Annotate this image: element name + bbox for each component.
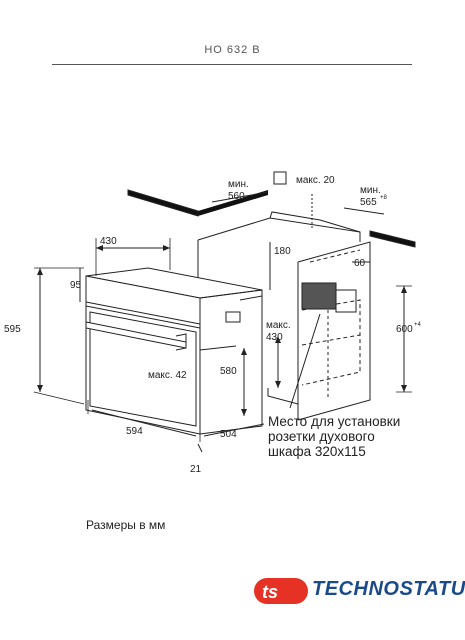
dim-min565-label: мин. — [360, 185, 381, 196]
countertop — [127, 189, 199, 217]
dim-594-line — [91, 409, 197, 437]
bracket — [225, 311, 241, 323]
socket-note-line1: Место для установки — [268, 414, 401, 429]
note-pointer — [289, 313, 321, 409]
cabinet-dashed-top — [309, 249, 361, 263]
dim-595: 595 — [4, 324, 21, 335]
cabinet-back — [197, 217, 361, 242]
oven-panel-line — [85, 301, 201, 325]
dim-min560-label: мин. — [228, 179, 249, 190]
dim-21-line — [197, 443, 203, 453]
oven-panel-line2 — [85, 305, 201, 329]
cabinet-right-side — [297, 241, 371, 421]
dim-560-line — [211, 191, 269, 203]
header-rule — [52, 64, 412, 65]
dim-594: 594 — [126, 426, 143, 437]
cabinet-dashed-mid — [301, 334, 361, 346]
socket-note: Место для установки розетки духового шка… — [268, 414, 438, 459]
svg-text:ts: ts — [262, 582, 278, 602]
dim-max20: макс. 20 — [296, 175, 335, 186]
dim-580: 580 — [220, 366, 237, 377]
dim-504: 504 — [220, 429, 237, 440]
dim-min560-value: 560 — [228, 191, 245, 202]
dim-min565-tol: +8 — [380, 195, 388, 201]
dim-max430-label: макс. — [266, 320, 291, 331]
units-caption: Размеры в мм — [86, 518, 166, 532]
socket-note-line2: розетки духового — [268, 429, 375, 444]
dim-95: 95 — [70, 280, 82, 291]
socket-area — [301, 282, 337, 310]
oven-side — [199, 289, 263, 435]
technostatus-logo: ts TECHNOSTATUS — [254, 574, 465, 608]
oven-door-inner — [89, 311, 197, 427]
dim-max430-value: 430 — [266, 332, 283, 343]
dim-504-line — [203, 423, 265, 437]
brand-name: TECHNOSTATUS — [312, 578, 465, 600]
dim-max42-line — [199, 345, 237, 351]
max20-box — [273, 171, 287, 185]
dim-430-top: 430 — [100, 236, 117, 247]
cabinet-top-cut — [269, 211, 361, 233]
dim-max42: макс. 42 — [148, 370, 187, 381]
dim-180: 180 — [274, 246, 291, 257]
countertop-top-edge — [198, 190, 268, 216]
dim-600-tol: +4 — [414, 322, 422, 328]
cabinet-right-bottom — [267, 388, 299, 420]
socket-note-line3: шкафа 320x115 — [268, 444, 366, 459]
dim-600: 600 — [396, 324, 413, 335]
dim-21: 21 — [190, 464, 202, 475]
dim-60: 60 — [354, 258, 366, 269]
countertop-right — [369, 230, 416, 248]
technostatus-logo-icon: ts — [254, 578, 308, 604]
dim-min565-value: 565 — [360, 197, 377, 208]
model-title: HO 632 B — [204, 44, 261, 56]
oven-front — [85, 275, 201, 435]
dim-565-line — [343, 207, 385, 215]
